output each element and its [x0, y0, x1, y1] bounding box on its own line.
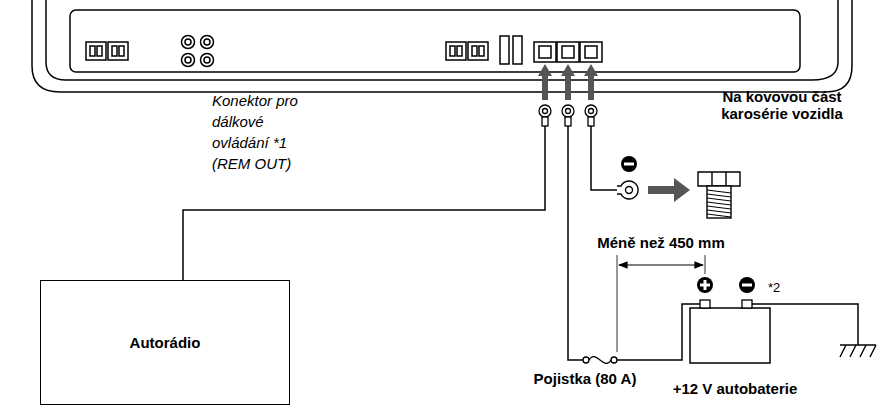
fuse-contact [611, 357, 617, 363]
direction-arrow [648, 178, 690, 202]
extension-line [617, 255, 618, 352]
amplifier-housing [32, 0, 852, 92]
amplifier [32, 0, 852, 92]
terminal-block [86, 42, 106, 60]
ring-terminal-hole [566, 109, 571, 114]
footnote-mark: *2 [768, 280, 780, 295]
terminal-screw [450, 46, 455, 56]
ground-eyelet-hole [626, 187, 633, 194]
car-radio-box: Autorádio [40, 280, 290, 405]
rca-pin [185, 57, 191, 63]
fuse-contact [583, 357, 589, 363]
battery-terminal [700, 300, 710, 308]
terminal-block [446, 42, 466, 60]
terminal-screw [472, 46, 477, 56]
power-wire [568, 126, 583, 360]
thread-stroke [707, 202, 731, 205]
ground-hatch [870, 345, 876, 357]
insert-arrows [538, 64, 598, 100]
crimp-sleeve [542, 117, 548, 126]
ground-hatch [860, 345, 866, 357]
thread-stroke [707, 206, 731, 209]
ring-terminal [562, 105, 574, 117]
minus-symbol [739, 277, 755, 293]
battery-label: +12 V autobaterie [655, 380, 815, 397]
ground-hatch [850, 345, 856, 357]
ground-wire [591, 126, 617, 190]
minus-bar [624, 163, 634, 166]
extension-line [705, 255, 706, 274]
terminal-screw [479, 46, 484, 56]
rca-jack [201, 54, 214, 67]
minus-bar [742, 284, 752, 287]
rca-pin [204, 57, 210, 63]
fuse-symbol [583, 357, 617, 364]
terminal-screw [97, 46, 102, 56]
power-terminal [534, 42, 556, 62]
rca-pin [204, 39, 210, 45]
amp-fuse [513, 36, 522, 64]
remote-connector-label: Konektor pro dálkové ovládání *1 (REM OU… [212, 90, 312, 174]
plus-bar [704, 280, 707, 290]
terminal-screw [119, 46, 124, 56]
crimp-sleeve [588, 117, 594, 126]
terminal-screw [457, 46, 462, 56]
battery-symbol [655, 298, 815, 368]
terminal-screw [112, 46, 117, 56]
terminal-block [468, 42, 488, 60]
distance-label: Méně než 450 mm [597, 234, 725, 251]
ring-terminal-hole [543, 109, 548, 114]
fuse-label: Pojistka (80 A) [534, 370, 637, 387]
thread-stroke [707, 194, 731, 197]
polarity-symbols [621, 156, 755, 293]
crimp-sleeve [565, 117, 571, 126]
thread-stroke [707, 190, 731, 193]
bolt-shank [707, 186, 731, 218]
thread-stroke [707, 210, 731, 213]
box-label: Autorádio [130, 334, 201, 351]
amplifier-panel [70, 10, 800, 72]
terminal-screw [539, 46, 551, 58]
power-wire [617, 304, 700, 360]
ground-eyelet [617, 181, 638, 199]
power-terminal [557, 42, 579, 62]
bolt-head-edge [725, 172, 726, 186]
ground-symbol [840, 345, 876, 357]
rca-jack [182, 36, 195, 49]
ground-hatch [840, 345, 846, 357]
dimension-line [619, 264, 703, 265]
insert-arrow [561, 64, 575, 100]
terminal-screw [562, 46, 574, 58]
terminal-block [108, 42, 128, 60]
ground-point-label: Na kovovou část karosérie vozidla [697, 88, 867, 122]
rca-jack [182, 54, 195, 67]
rca-pin [185, 39, 191, 45]
battery-terminal [742, 300, 752, 308]
amplifier-rim [46, 0, 838, 80]
insert-arrow [538, 64, 552, 100]
ring-terminal [585, 105, 597, 117]
ring-terminals [539, 105, 597, 126]
terminal-screw [585, 46, 597, 58]
ring-terminal-hole [589, 109, 594, 114]
battery-node: +12 V autobaterie [655, 298, 815, 397]
rca-jack [201, 36, 214, 49]
fuse-element [589, 357, 611, 364]
thread-stroke [707, 198, 731, 201]
thread-stroke [707, 214, 731, 217]
minus-symbol [621, 156, 637, 172]
insert-arrow [584, 64, 598, 100]
bolt-threads [707, 190, 731, 217]
plus-symbol [697, 277, 713, 293]
amp-fuse [500, 36, 509, 64]
terminal-screw [90, 46, 95, 56]
bolt-head-edge [711, 172, 712, 186]
power-terminal [580, 42, 602, 62]
bolt-head [698, 172, 740, 186]
ring-terminal [539, 105, 551, 117]
chassis-ground [617, 172, 740, 218]
battery-body [690, 308, 770, 363]
